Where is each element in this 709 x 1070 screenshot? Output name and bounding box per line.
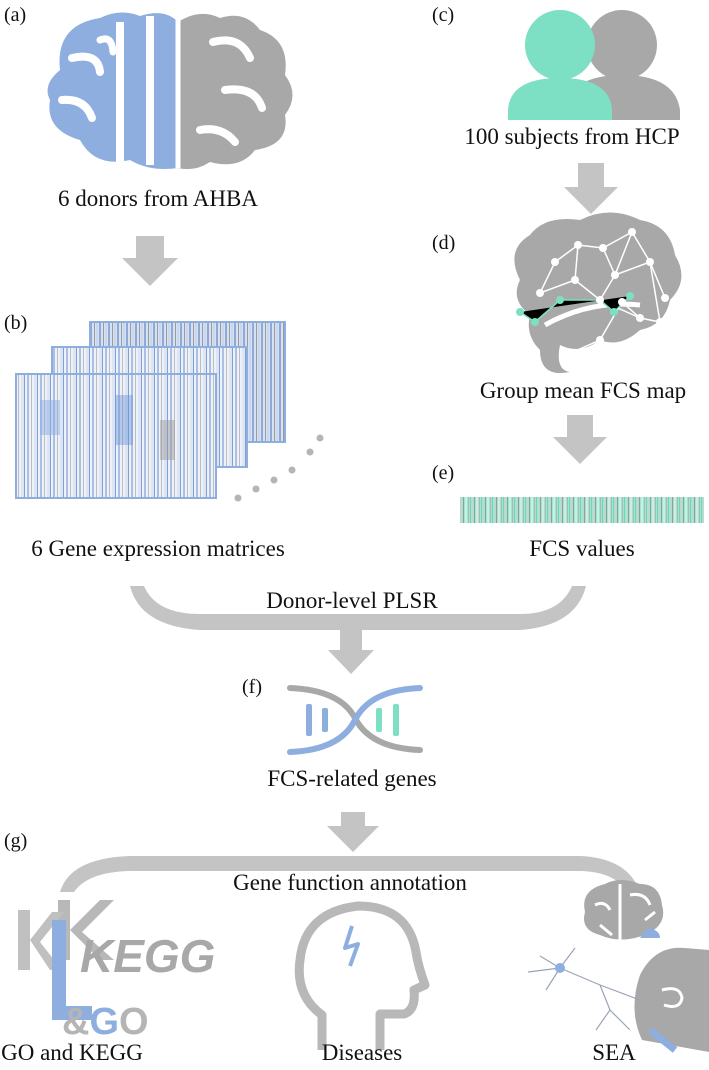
arrow-f-to-g [327, 812, 379, 852]
arrow-a-to-b [122, 236, 178, 286]
people-icon [508, 10, 680, 120]
caption-matrices: 6 Gene expression matrices [31, 536, 285, 561]
go-logo-text: &GO [62, 1001, 149, 1043]
caption-go-kegg: GO and KEGG [1, 1040, 143, 1065]
head-icon [294, 901, 430, 1050]
caption-plsr: Donor-level PLSR [266, 588, 438, 613]
panel-label-b: (b) [4, 312, 28, 334]
sea-icon [527, 880, 709, 1053]
fcs-values-bar [460, 497, 704, 523]
panel-label-e: (e) [432, 462, 455, 484]
caption-subjects: 100 subjects from HCP [464, 124, 680, 149]
kegg-logo-text: KEGG [80, 930, 215, 982]
arrow-d-to-e [553, 415, 607, 464]
dna-helix-icon [287, 685, 423, 755]
panel-label-c: (c) [432, 4, 455, 26]
panel-label-a: (a) [4, 4, 27, 26]
arrow-c-to-d [564, 163, 618, 214]
caption-fcs-map: Group mean FCS map [479, 378, 687, 403]
split-bracket-annotation [60, 856, 640, 892]
merge-bracket-plsr [130, 586, 586, 674]
caption-donors: 6 donors from AHBA [58, 186, 258, 211]
brain-icon [47, 12, 293, 170]
panel-label-g: (g) [4, 830, 28, 852]
caption-diseases: Diseases [321, 1040, 403, 1065]
panel-label-f: (f) [242, 676, 262, 698]
caption-genes: FCS-related genes [267, 766, 437, 791]
gene-matrices-icon [15, 321, 324, 502]
caption-annotation: Gene function annotation [233, 870, 467, 895]
panel-label-d: (d) [432, 232, 456, 254]
brain-network-icon [514, 212, 682, 374]
caption-sea: SEA [592, 1040, 636, 1065]
kegg-go-logo: KEGG [18, 900, 215, 1020]
caption-fcs-values: FCS values [529, 536, 635, 561]
